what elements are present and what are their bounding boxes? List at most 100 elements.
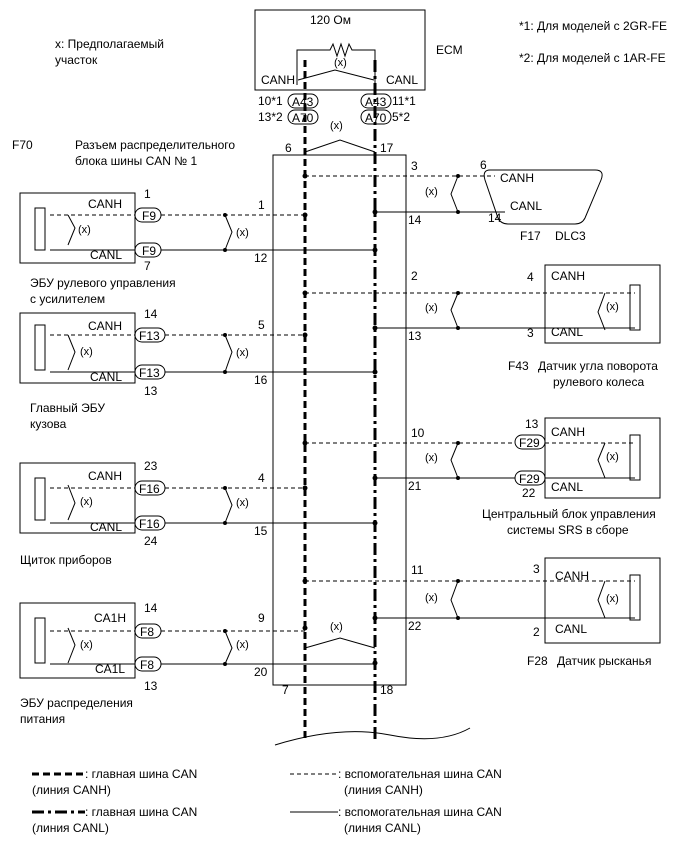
dlc3-canh: CANH xyxy=(500,171,534,185)
power-line-x: (x) xyxy=(236,639,249,651)
body-canh: CANH xyxy=(88,319,122,333)
legend: : главная шина CAN (линия CANH) : главна… xyxy=(32,767,502,835)
angle-name-2: рулевого колеса xyxy=(553,375,644,389)
power-pin-l: 13 xyxy=(144,679,158,693)
ecm-canh-label: CANH xyxy=(261,73,295,87)
power-junction-pin-l: 20 xyxy=(254,665,268,679)
angle-canh: CANH xyxy=(551,269,585,283)
angle-canl: CANL xyxy=(551,325,583,339)
srs-canl: CANL xyxy=(551,480,583,494)
model-note-1: *1: Для моделей с 2GR-FE xyxy=(519,19,667,33)
yaw-canl: CANL xyxy=(555,622,587,636)
junction-pin-18: 18 xyxy=(380,683,394,697)
power-ca1l: CA1L xyxy=(95,662,125,676)
power-connector-h: F8 xyxy=(134,623,162,639)
srs-pin-l: 22 xyxy=(522,486,536,500)
steering-connector-h: F9 xyxy=(134,207,162,223)
ecm-pin-canl-a43: 11*1 xyxy=(392,94,416,108)
meter-line-x: (x) xyxy=(236,497,249,509)
steering-name: ЭБУ рулевого управления xyxy=(30,276,176,290)
legend-aux-canh: : вспомогательная шина CAN xyxy=(338,767,502,781)
yaw-x: (x) xyxy=(606,593,619,605)
meter-canl: CANL xyxy=(90,520,122,534)
svg-text:F29: F29 xyxy=(519,472,540,486)
steering-line-x: (x) xyxy=(236,227,249,239)
steering-pin-l: 7 xyxy=(144,259,151,273)
srs-name-2: системы SRS в сборе xyxy=(507,523,629,537)
ecm-resistor-label: 120 Ом xyxy=(310,13,351,27)
junction-bottom-fault-zone xyxy=(304,637,376,649)
meter-pin-l: 24 xyxy=(144,534,158,548)
model-note-2: *2: Для моделей с 1AR-FE xyxy=(519,51,666,65)
junction-pin-7: 7 xyxy=(282,683,289,697)
yaw-canh: CANH xyxy=(555,569,589,583)
svg-text:F9: F9 xyxy=(142,209,156,223)
body-junction-pin-h: 5 xyxy=(258,318,265,332)
srs-connector-l: F29 xyxy=(514,470,546,486)
yaw-line-x: (x) xyxy=(425,592,438,604)
power-name-2: питания xyxy=(20,712,65,726)
legend-main-canl: : главная шина CAN xyxy=(85,805,197,819)
svg-text:F13: F13 xyxy=(139,329,160,343)
power-name: ЭБУ распределения xyxy=(20,696,133,710)
steering-connector-l: F9 xyxy=(134,242,162,258)
dlc3-connector xyxy=(483,169,603,225)
legend-aux-canl-2: (линия CANL) xyxy=(344,821,421,835)
svg-text:F8: F8 xyxy=(140,625,154,639)
dlc3-id: F17 xyxy=(520,229,541,243)
meter-name: Щиток приборов xyxy=(20,553,112,567)
yaw-junction-pin-h: 11 xyxy=(411,563,424,577)
svg-text:F16: F16 xyxy=(139,482,160,496)
ecu-steering: CANH CANL (x) xyxy=(19,192,136,264)
main-bus-x-label: (x) xyxy=(330,120,343,132)
steering-canh: CANH xyxy=(88,197,122,211)
power-junction-pin-h: 9 xyxy=(258,611,265,625)
svg-text:F8: F8 xyxy=(140,658,154,672)
yaw-pin-h: 3 xyxy=(533,562,540,576)
srs-junction-pin-h: 10 xyxy=(411,426,425,440)
legend-main-canh: : главная шина CAN xyxy=(85,767,197,781)
body-pin-h: 14 xyxy=(144,307,158,321)
angle-name: Датчик угла поворота xyxy=(538,359,658,373)
srs-connector-h: F29 xyxy=(514,434,546,450)
steering-junction-pin-h: 1 xyxy=(258,198,265,212)
junction-title: Разъем распределительного xyxy=(75,138,235,152)
ecu-body: CANH CANL (x) xyxy=(19,312,136,384)
yaw-name: Датчик рысканья xyxy=(557,654,651,668)
body-connector-l: F13 xyxy=(134,364,166,380)
meter-junction-pin-h: 4 xyxy=(258,471,265,485)
power-pin-h: 14 xyxy=(144,601,158,615)
angle-pin-l: 3 xyxy=(527,326,534,340)
dlc3-pin-l: 14 xyxy=(488,211,502,225)
steering-name-2: с усилителем xyxy=(30,292,105,306)
dlc3-canl: CANL xyxy=(510,199,542,213)
ecm-fault-zone xyxy=(297,69,375,81)
junction-title-2: блока шины CAN № 1 xyxy=(75,154,197,168)
srs-line-x: (x) xyxy=(425,452,438,464)
junction-id: F70 xyxy=(12,138,33,152)
power-ca1h: CA1H xyxy=(94,611,126,625)
dlc3-junction-pin-l: 14 xyxy=(408,213,422,227)
angle-x: (x) xyxy=(606,301,619,313)
ecu-srs: CANH CANL (x) xyxy=(544,417,661,499)
junction-pin-6: 6 xyxy=(285,141,292,155)
body-junction-pin-l: 16 xyxy=(254,373,268,387)
dlc3-junction-pin-h: 3 xyxy=(411,159,418,173)
ecm-pin-canh-a70: 13*2 xyxy=(258,110,283,124)
bus-junction-dots xyxy=(302,173,378,666)
legend-aux-canh-2: (линия CANH) xyxy=(344,783,423,797)
dlc3-name: DLC3 xyxy=(555,229,586,243)
dlc3-pin-h: 6 xyxy=(480,158,487,172)
body-line-x: (x) xyxy=(236,347,249,359)
angle-id: F43 xyxy=(508,359,529,373)
x-note-2: участок xyxy=(55,53,98,67)
svg-text:F29: F29 xyxy=(519,436,540,450)
ecm-label: ECM xyxy=(436,43,463,57)
junction-connector-f70 xyxy=(272,154,407,686)
legend-main-canl-2: (линия CANL) xyxy=(32,821,109,835)
body-canl: CANL xyxy=(90,370,122,384)
meter-junction-pin-l: 15 xyxy=(254,524,268,538)
ecm-canl-label: CANL xyxy=(386,73,418,87)
steering-canl: CANL xyxy=(90,248,122,262)
